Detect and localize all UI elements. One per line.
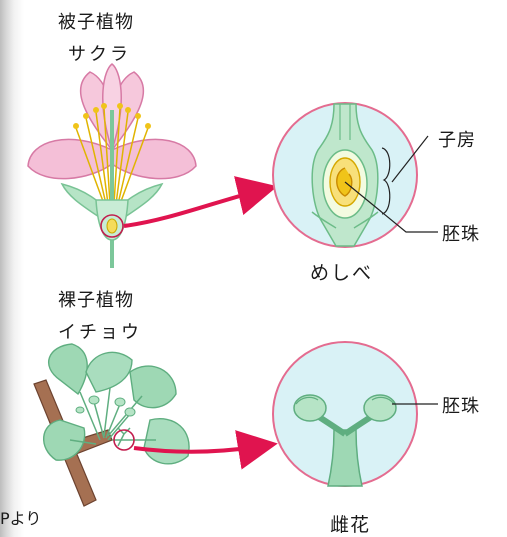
pistil-caption: めしべ [310,258,373,285]
female-flower-caption: 雌花 [330,510,370,537]
gymnosperm-example: イチョウ [58,318,142,344]
ginkgo-illustration [34,344,189,506]
angiosperm-title: 被子植物 [58,8,134,34]
ovule-label-bottom: 胚珠 [442,392,480,418]
cherry-flower-illustration [28,64,196,268]
ovary-label: 子房 [438,126,476,152]
gymnosperm-title: 裸子植物 [58,286,134,312]
female-flower-magnified [273,342,438,486]
source-credit: Pより [0,505,41,529]
angiosperm-example: サクラ [68,40,131,66]
ovule-label-top: 胚珠 [442,220,480,246]
pistil-magnified [273,103,438,247]
